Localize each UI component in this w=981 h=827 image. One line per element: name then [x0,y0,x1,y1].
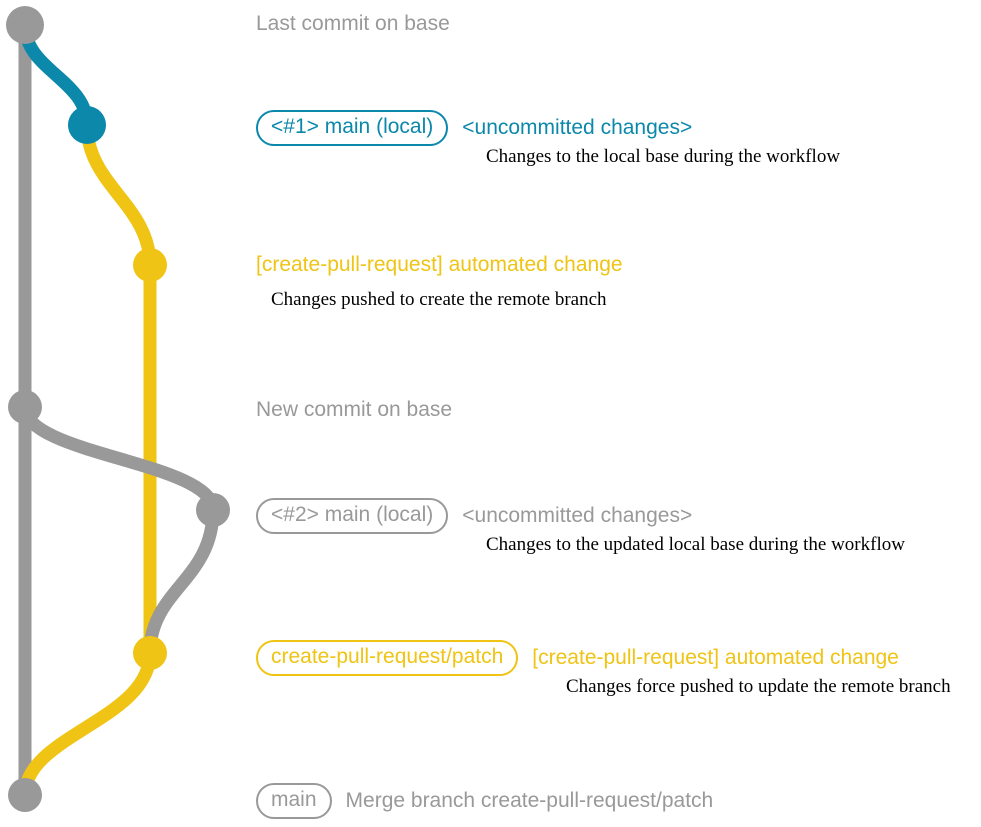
commit-node-local-1[interactable] [68,106,106,144]
commit-subject: <uncommitted changes> [462,504,693,527]
ref-badge[interactable]: main [256,783,332,819]
commit-node-base-merge[interactable] [8,778,42,812]
commit-description: Changes pushed to create the remote bran… [271,289,607,310]
commit-subject: <uncommitted changes> [462,116,693,139]
commit-description: Changes to the updated local base during… [486,534,905,555]
row-merge: main Merge branch create-pull-request/pat… [256,783,713,819]
commit-subject: Last commit on base [256,12,450,35]
row-local-2: <#2> main (local) <uncommitted changes> [256,498,692,534]
row-last-commit-on-base: Last commit on base [256,12,450,36]
commit-node-patch-2[interactable] [133,636,167,670]
commit-description: Changes force pushed to update the remot… [566,676,951,697]
commit-node-patch-1[interactable] [133,248,167,282]
commit-subject: Merge branch create-pull-request/patch [345,789,714,812]
graph-nodes [6,6,230,812]
row-local-1: <#1> main (local) <uncommitted changes> [256,110,692,146]
commit-node-local-2[interactable] [196,493,230,527]
ref-badge[interactable]: <#1> main (local) [256,110,449,146]
commit-subject: [create-pull-request] automated change [532,646,899,669]
graph-edge-merge-patch2-to-base [18,646,157,802]
row-patch-2: create-pull-request/patch [create-pull-re… [256,640,899,676]
graph-edge-branch-local2-to-patch2 [143,503,220,660]
commit-node-base-new[interactable] [8,390,42,424]
commit-node-base-last[interactable] [6,6,44,44]
row-patch-1: [create-pull-request] automated change [256,253,623,277]
commit-subject: New commit on base [256,398,453,421]
commit-description: Changes to the local base during the wor… [486,146,841,167]
ref-badge[interactable]: <#2> main (local) [256,498,449,534]
row-new-commit-on-base: New commit on base [256,398,452,422]
commit-subject: [create-pull-request] automated change [256,253,623,276]
graph-edge-branch-local1-to-patch1 [80,118,157,272]
ref-badge[interactable]: create-pull-request/patch [256,640,519,676]
graph-edge-branch-basenew-to-local2 [18,400,220,517]
